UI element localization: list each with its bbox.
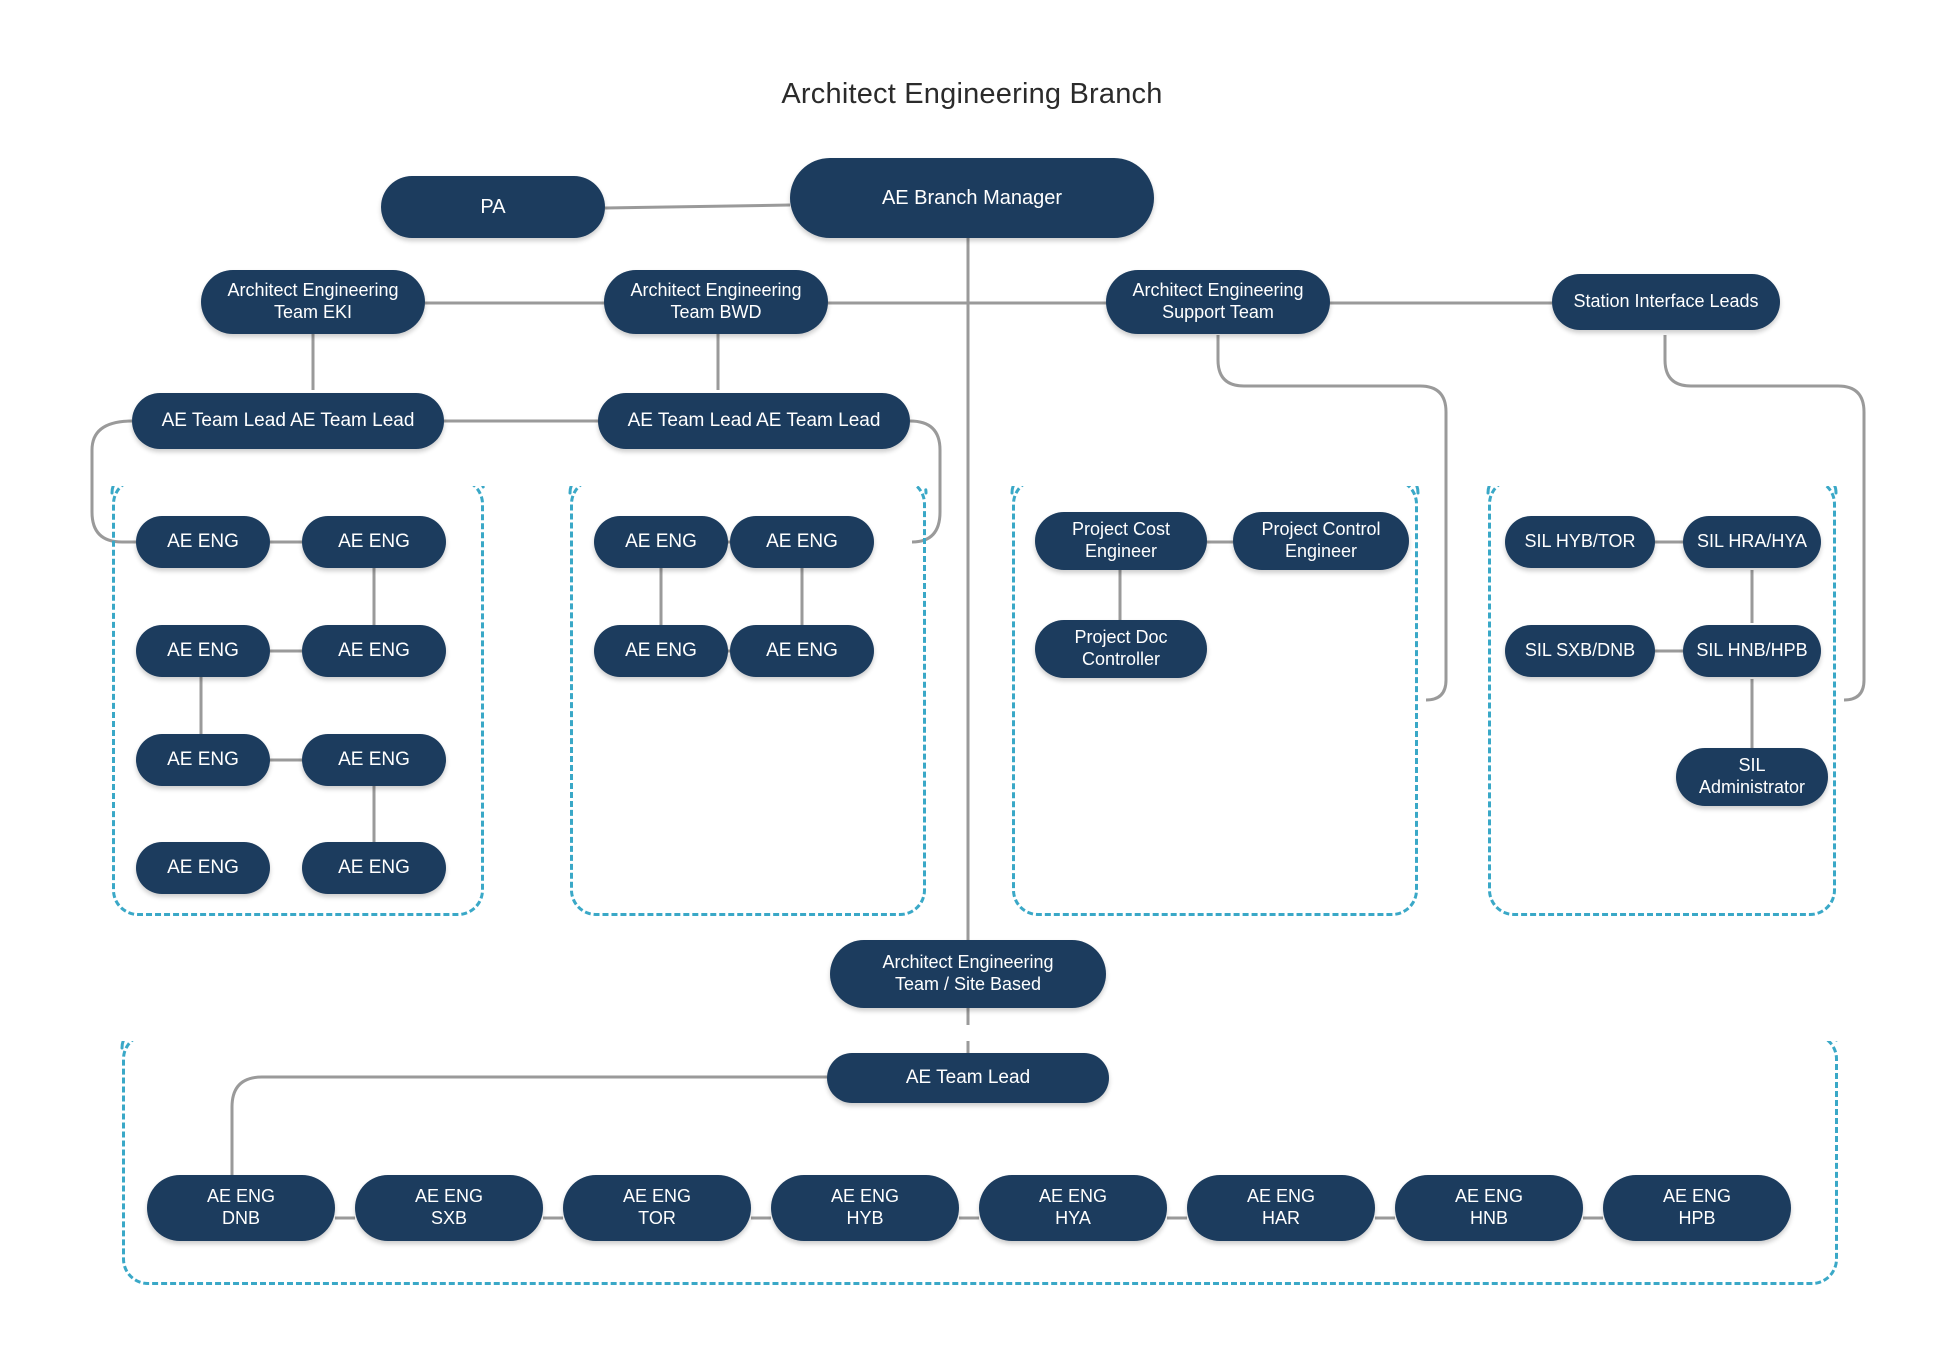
node-eki-eng-8[interactable]: AE ENG [302,842,446,894]
node-support-team[interactable]: Architect Engineering Support Team [1106,270,1330,334]
node-sil-sxb-dnb[interactable]: SIL SXB/DNB [1505,625,1655,677]
node-eki-eng-7[interactable]: AE ENG [136,842,270,894]
node-pa[interactable]: PA [381,176,605,238]
node-bwd-team-leads[interactable]: AE Team Lead AE Team Lead [598,393,910,449]
node-site-eng-har[interactable]: AE ENG HAR [1187,1175,1375,1241]
node-sil-administrator[interactable]: SIL Administrator [1676,748,1828,806]
node-sil-hra-hya[interactable]: SIL HRA/HYA [1683,516,1821,568]
node-eki-eng-2[interactable]: AE ENG [302,516,446,568]
node-site-team-lead[interactable]: AE Team Lead [827,1053,1109,1103]
node-team-eki[interactable]: Architect Engineering Team EKI [201,270,425,334]
node-site-eng-hpb[interactable]: AE ENG HPB [1603,1175,1791,1241]
page-title: Architect Engineering Branch [781,78,1163,110]
node-project-doc-controller[interactable]: Project Doc Controller [1035,620,1207,678]
node-sil-hyb-tor[interactable]: SIL HYB/TOR [1505,516,1655,568]
node-site-eng-hya[interactable]: AE ENG HYA [979,1175,1167,1241]
node-project-cost-engineer[interactable]: Project Cost Engineer [1035,512,1207,570]
node-project-control-engineer[interactable]: Project Control Engineer [1233,512,1409,570]
node-team-site-based[interactable]: Architect Engineering Team / Site Based [830,940,1106,1008]
node-bwd-eng-3[interactable]: AE ENG [594,625,728,677]
node-eki-eng-4[interactable]: AE ENG [302,625,446,677]
node-bwd-eng-2[interactable]: AE ENG [730,516,874,568]
node-site-eng-tor[interactable]: AE ENG TOR [563,1175,751,1241]
node-site-eng-dnb[interactable]: AE ENG DNB [147,1175,335,1241]
node-eki-eng-6[interactable]: AE ENG [302,734,446,786]
node-bwd-eng-1[interactable]: AE ENG [594,516,728,568]
node-station-interface-leads[interactable]: Station Interface Leads [1552,274,1780,330]
node-eki-team-leads[interactable]: AE Team Lead AE Team Lead [132,393,444,449]
node-sil-hnb-hpb[interactable]: SIL HNB/HPB [1683,625,1821,677]
node-eki-eng-3[interactable]: AE ENG [136,625,270,677]
node-eki-eng-5[interactable]: AE ENG [136,734,270,786]
node-site-eng-hnb[interactable]: AE ENG HNB [1395,1175,1583,1241]
node-eki-eng-1[interactable]: AE ENG [136,516,270,568]
node-team-bwd[interactable]: Architect Engineering Team BWD [604,270,828,334]
node-site-eng-hyb[interactable]: AE ENG HYB [771,1175,959,1241]
node-ae-branch-manager[interactable]: AE Branch Manager [790,158,1154,238]
node-bwd-eng-4[interactable]: AE ENG [730,625,874,677]
node-site-eng-sxb[interactable]: AE ENG SXB [355,1175,543,1241]
